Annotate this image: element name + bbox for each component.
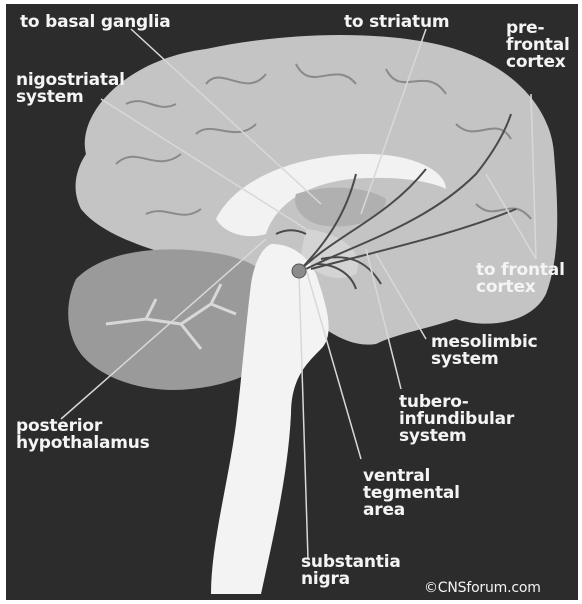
label-to-frontal-cortex: to frontal cortex <box>476 262 565 296</box>
copyright-text: ©CNSforum.com <box>424 580 541 597</box>
label-tuberoinfundibular-system: tubero- infundibular system <box>399 394 514 445</box>
diagram-frame: to basal ganglia to striatum pre- fronta… <box>6 4 578 600</box>
label-ventral-tegmental-area: ventral tegmental area <box>363 468 460 519</box>
label-prefrontal-cortex: pre- frontal cortex <box>506 20 570 71</box>
label-nigostriatal-system: nigostriatal system <box>16 72 125 106</box>
label-to-striatum: to striatum <box>344 14 449 31</box>
label-to-basal-ganglia: to basal ganglia <box>20 14 171 31</box>
label-mesolimbic-system: mesolimbic system <box>431 334 537 368</box>
label-posterior-hypothalamus: posterior hypothalamus <box>16 418 150 452</box>
label-substantia-nigra: substantia nigra <box>301 554 401 588</box>
substantia-nigra-marker <box>292 264 306 278</box>
